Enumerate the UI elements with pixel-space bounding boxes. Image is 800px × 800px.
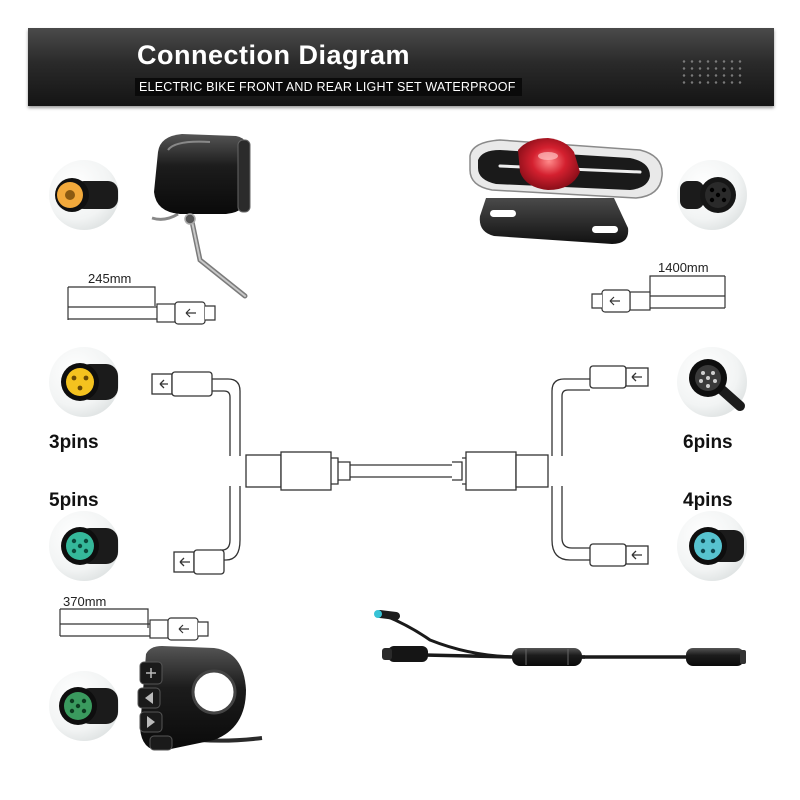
switch-cable-diagram — [59, 608, 209, 641]
harness-cable-photo — [374, 610, 746, 666]
handlebar-switch — [137, 646, 263, 751]
diagram-subtitle: ELECTRIC BIKE FRONT AND REAR LIGHT SET W… — [135, 78, 522, 96]
wiring-harness-diagram — [151, 365, 649, 575]
label-6pins: 6pins — [683, 432, 733, 453]
green-switch-connector-icon — [49, 671, 119, 741]
rear-cable-diagram — [591, 275, 726, 313]
orange-connector-icon — [49, 160, 119, 230]
front-cable-diagram — [67, 286, 216, 325]
cyan-4pin-connector-icon — [677, 511, 747, 581]
dimension-switch-cable: 370mm — [63, 594, 107, 609]
decorative-dot-grid — [680, 58, 744, 84]
black-6pin-connector-icon — [677, 347, 747, 417]
header-banner: Connection Diagram ELECTRIC BIKE FRONT A… — [28, 28, 774, 106]
teal-5pin-connector-icon — [49, 511, 119, 581]
diagram-title: Connection Diagram — [137, 40, 411, 70]
dimension-front-cable: 245mm — [88, 271, 132, 286]
black-rear-connector-icon — [677, 160, 747, 230]
front-headlight — [151, 134, 251, 299]
label-4pins: 4pins — [683, 490, 733, 511]
rear-tail-light — [469, 138, 663, 244]
label-3pins: 3pins — [49, 432, 99, 453]
yellow-3pin-connector-icon — [49, 347, 119, 417]
dimension-rear-cable: 1400mm — [658, 260, 709, 275]
label-5pins: 5pins — [49, 490, 99, 511]
